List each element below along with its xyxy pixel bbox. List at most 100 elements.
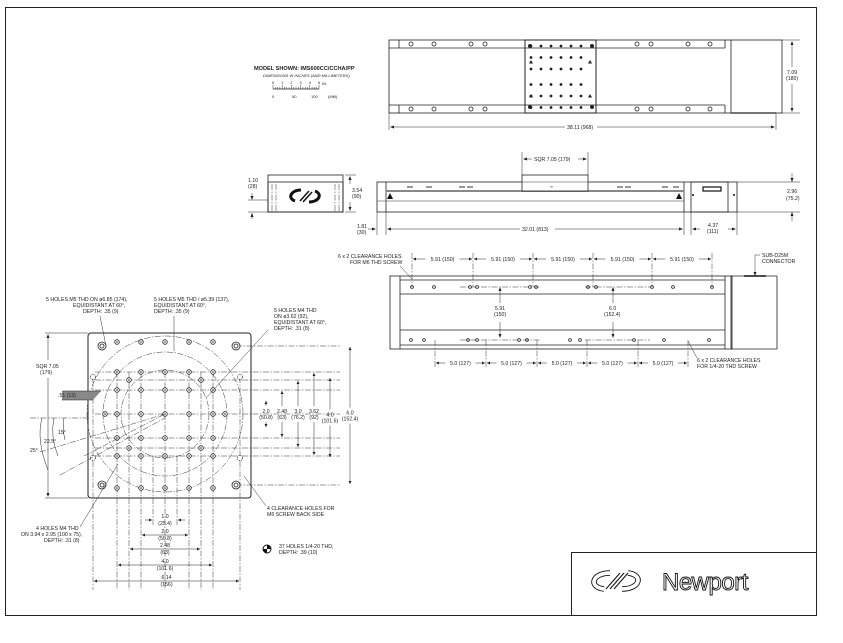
rail-hole — [482, 41, 488, 47]
arrowhead — [312, 452, 316, 455]
hole-center — [164, 437, 166, 439]
carriage-hole — [539, 83, 543, 86]
arrowhead — [197, 547, 200, 551]
arrowhead — [185, 533, 188, 537]
alignment-mark — [588, 60, 592, 64]
hole-center — [164, 487, 166, 489]
corner-hole — [528, 44, 532, 48]
carriage-hole — [569, 67, 573, 71]
top-width-dim-mm: (180) — [786, 76, 798, 82]
top-pitch-label: 5.91 (150) — [431, 257, 455, 263]
end-offset-dim-mm: (28) — [248, 184, 257, 190]
vdim-label-mm: (50.8) — [259, 415, 273, 421]
carriage-hole — [569, 94, 573, 98]
carriage-hole — [559, 56, 563, 59]
scale-mm-0: 0 — [272, 94, 275, 99]
base-hole — [662, 338, 666, 342]
connector-note-line2: CONNECTOR — [762, 259, 796, 265]
note-m4-b-2: ON 3.94 x 2.95 (100 x 75), — [21, 532, 82, 538]
arrowhead — [474, 257, 477, 261]
hole-center — [188, 455, 190, 457]
carriage-hole — [559, 67, 563, 71]
carriage-hole — [579, 83, 583, 86]
connector-note-line1: SUB-D25M — [762, 253, 788, 259]
end-offset-dim: 1.10 — [248, 178, 258, 184]
arrowhead — [588, 361, 591, 365]
scale-in-label: 5 — [318, 80, 321, 85]
carriage-hole — [579, 67, 583, 71]
arrowhead — [280, 391, 284, 394]
corner-hole — [590, 105, 594, 109]
carriage-hole — [559, 106, 563, 109]
bottom-pitch-label: 5.0 (127) — [653, 361, 674, 367]
brand-name: Newport — [662, 569, 749, 596]
clearance-hole — [90, 374, 96, 380]
arrowhead — [538, 361, 541, 365]
alignment-mark — [529, 94, 533, 98]
counterbore-inner — [99, 482, 105, 488]
scale-in-label: 3 — [299, 80, 302, 85]
title-block: MODEL SHOWN: IMS600CC/CCHA/PP DIMENSIONS… — [254, 66, 355, 99]
counterbore-inner — [99, 343, 105, 349]
base-view: 5.91 (150) 5.91 (150) 5.91 (150) 5.91 (150)… — [338, 253, 796, 370]
hole-center — [140, 389, 142, 391]
hole-center — [116, 341, 118, 343]
hdim-label-mm: (25.4) — [158, 521, 172, 527]
arrowhead — [413, 257, 416, 261]
arrowhead — [348, 347, 352, 350]
end-view: 3.54 (90) 1.10 (28) — [248, 174, 362, 219]
hdim-label: 2.0 — [161, 529, 168, 535]
base-hole — [568, 338, 572, 342]
hole-center — [164, 341, 166, 343]
base-hole — [409, 338, 413, 342]
carriage-hole — [569, 83, 573, 86]
hdim-label: 2.48 — [160, 543, 170, 549]
carriage-dim: SQR 7.05 (179) — [534, 157, 571, 163]
carriage-logo-small: ∞ — [550, 184, 553, 189]
note-m4-a-3: EQUIDISTANT AT 60°, — [274, 320, 326, 326]
vdim-label-mm: (76.2) — [291, 415, 305, 421]
hole-center — [188, 413, 190, 415]
bottom-pitch-label: 5.0 (127) — [602, 361, 623, 367]
arrowhead — [236, 579, 239, 583]
top-pitch-label: 5.91 (150) — [670, 257, 694, 263]
carriage-hole — [549, 44, 553, 48]
base-hole — [671, 285, 675, 289]
side-height-dim: 2.96 — [787, 189, 797, 195]
arrowhead — [648, 257, 651, 261]
clearance-hole — [90, 455, 96, 461]
scale-in-label: 0 — [272, 80, 275, 85]
hole-center — [116, 437, 118, 439]
scale-mm-unit: (MM) — [328, 94, 338, 99]
hole-center — [164, 389, 166, 391]
base-hole — [578, 338, 582, 342]
carriage-hole — [549, 67, 553, 71]
top-length-dim: 38.11 (968) — [567, 125, 593, 131]
note-37-2: DEPTH: .39 (10) — [279, 550, 318, 556]
hdim-label: 1.0 — [161, 514, 168, 520]
drawing-frame — [5, 7, 817, 616]
corner-hole — [590, 44, 594, 48]
note-m4-a-2: ON ø3.62 (92), — [274, 314, 309, 320]
hdim-label: 6.14 — [161, 575, 171, 581]
arrowhead — [130, 547, 133, 551]
top-pitch-label: 5.91 (150) — [611, 257, 635, 263]
base-hole — [432, 285, 436, 289]
counterbore-inner — [233, 343, 239, 349]
top-pitch-label: 5.91 (150) — [491, 257, 515, 263]
rail-hole — [648, 106, 654, 112]
hole-center — [212, 341, 214, 343]
note-m5-a-1: 5 HOLES M5 THD ON ø6.85 (174), — [46, 297, 128, 303]
quarter-note-line1: 6 x 2 CLEARANCE HOLES — [697, 358, 761, 364]
hole-center — [116, 455, 118, 457]
top-pitch-label: 5.91 (150) — [551, 257, 575, 263]
arrowhead — [589, 257, 592, 261]
vdim-label: 6.0 — [346, 411, 353, 417]
hole-center — [116, 413, 118, 415]
hdim-label-mm: (156) — [160, 582, 172, 588]
rail-hole — [685, 106, 691, 112]
hdim-label-mm: (101.6) — [157, 566, 174, 572]
rail-hole — [685, 41, 691, 47]
hole-center — [188, 341, 190, 343]
arrowhead — [684, 361, 687, 365]
